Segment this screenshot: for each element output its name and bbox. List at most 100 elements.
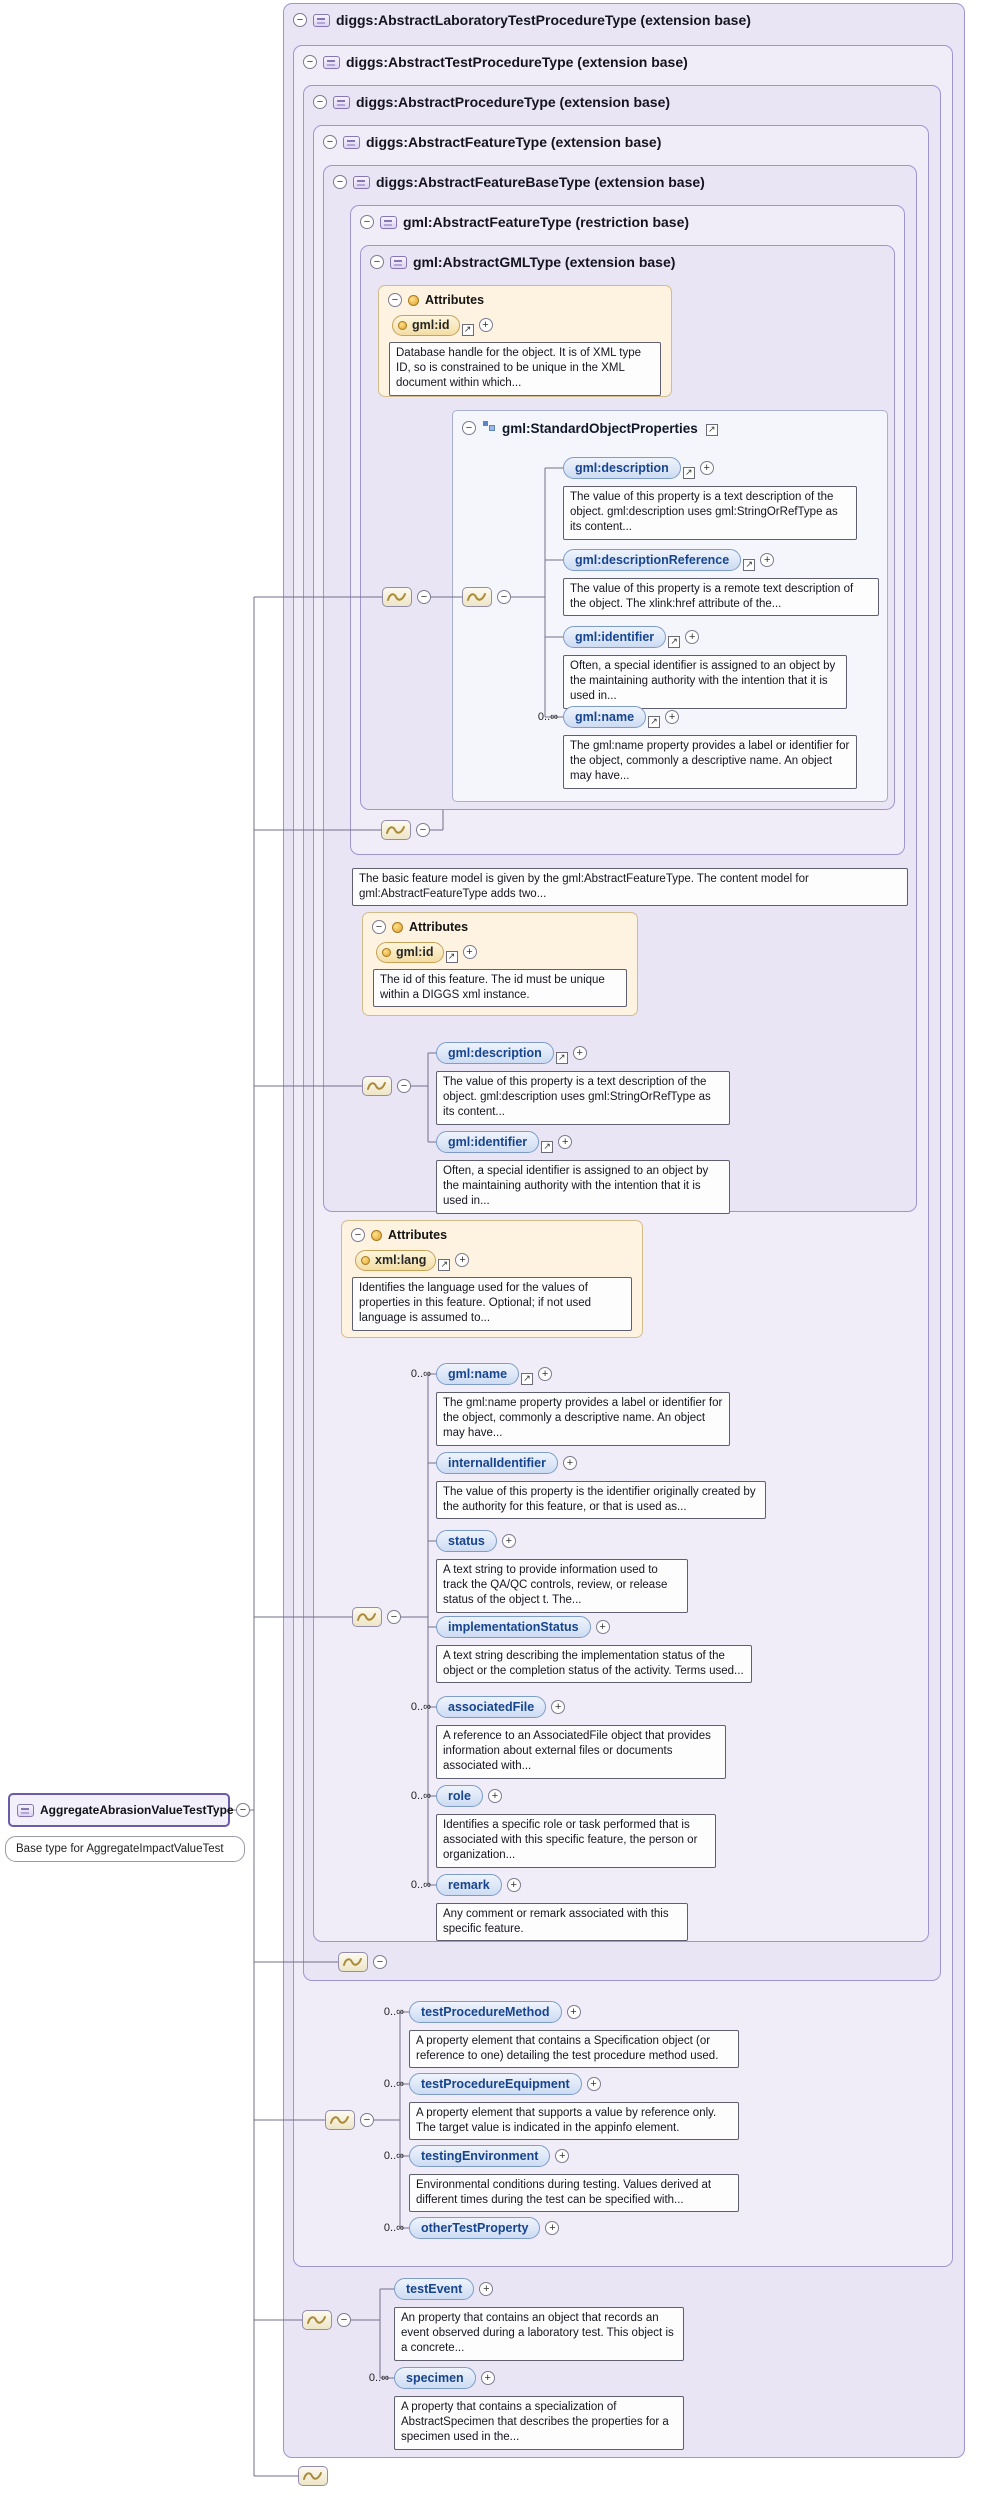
collapse-icon[interactable]: − — [303, 55, 317, 69]
attribute-chip-gml-id[interactable]: gml:id — [376, 941, 444, 963]
attribute-doc: Identifies the language used for the val… — [352, 1277, 632, 1331]
expand-icon[interactable]: + — [480, 2371, 495, 2385]
collapse-icon[interactable]: − — [293, 13, 307, 27]
element-chip-test-procedure-equipment[interactable]: testProcedureEquipment — [409, 2073, 582, 2095]
element-row: 0..∞ role + — [392, 1784, 502, 1808]
expand-icon[interactable]: + — [501, 1534, 516, 1548]
element-doc: Often, a special identifier is assigned … — [436, 1160, 730, 1214]
reference-icon: ↗ — [668, 636, 681, 648]
element-chip-gml-name[interactable]: gml:name — [563, 706, 647, 728]
element-doc: A property element that contains a Speci… — [409, 2030, 739, 2069]
expand-icon[interactable]: + — [572, 1046, 587, 1060]
element-chip-gml-description-reference[interactable]: gml:descriptionReference — [563, 549, 742, 571]
collapse-icon[interactable]: − — [360, 2113, 374, 2127]
element-chip-status[interactable]: status — [436, 1530, 497, 1552]
collapse-icon[interactable]: − — [351, 1228, 365, 1242]
sequence-icon[interactable] — [382, 587, 412, 607]
occurs-label: 0..∞ — [537, 711, 558, 723]
attribute-group-icon — [371, 1229, 382, 1241]
element-doc: An property that contains an object that… — [394, 2307, 684, 2361]
element-chip-specimen[interactable]: specimen — [394, 2367, 476, 2389]
expand-icon[interactable]: + — [506, 1878, 521, 1892]
sequence-icon[interactable] — [298, 2466, 328, 2486]
expand-icon[interactable]: + — [760, 553, 775, 567]
reference-icon: ↗ — [521, 1373, 534, 1385]
complex-type-icon — [323, 55, 340, 69]
element-chip-testing-environment[interactable]: testingEnvironment — [409, 2145, 551, 2167]
element-chip-gml-description[interactable]: gml:description — [436, 1042, 554, 1064]
expand-icon[interactable]: + — [685, 630, 700, 644]
sequence-icon[interactable] — [462, 587, 492, 607]
collapse-icon[interactable]: − — [388, 293, 402, 307]
collapse-icon[interactable]: − — [337, 2313, 351, 2327]
collapse-icon[interactable]: − — [323, 135, 337, 149]
element-chip-gml-identifier[interactable]: gml:identifier — [563, 626, 667, 648]
complex-type-icon — [343, 135, 360, 149]
sequence-icon[interactable] — [302, 2310, 332, 2330]
expand-icon[interactable]: + — [586, 2077, 601, 2091]
sequence-icon[interactable] — [362, 1076, 392, 1096]
element-chip-associated-file[interactable]: associatedFile — [436, 1696, 547, 1718]
element-chip-test-procedure-method[interactable]: testProcedureMethod — [409, 2001, 562, 2023]
expand-icon[interactable]: + — [545, 2221, 560, 2235]
collapse-icon[interactable]: − — [360, 215, 374, 229]
attribute-chip-xml-lang[interactable]: xml:lang — [355, 1249, 437, 1271]
element-chip-internal-identifier[interactable]: internalIdentifier — [436, 1452, 558, 1474]
expand-icon[interactable]: + — [555, 2149, 570, 2163]
expand-icon[interactable]: + — [478, 318, 493, 332]
sequence-icon[interactable] — [352, 1607, 382, 1627]
occurs-label: 0..∞ — [383, 2078, 404, 2090]
element-chip-gml-identifier[interactable]: gml:identifier — [436, 1131, 540, 1153]
element-chip-other-test-property[interactable]: otherTestProperty — [409, 2217, 541, 2239]
collapse-icon[interactable]: − — [370, 255, 384, 269]
expand-icon[interactable]: + — [699, 461, 714, 475]
reference-icon: ↗ — [682, 467, 695, 479]
sequence-icon[interactable] — [338, 1952, 368, 1972]
complex-type-icon — [313, 13, 330, 27]
expand-icon[interactable]: + — [595, 1620, 610, 1634]
collapse-icon[interactable]: − — [236, 1803, 250, 1817]
expand-icon[interactable]: + — [462, 945, 477, 959]
element-row: internalIdentifier + — [392, 1451, 577, 1475]
element-doc: Identifies a specific role or task perfo… — [436, 1814, 716, 1868]
sequence-icon[interactable] — [325, 2110, 355, 2130]
collapse-icon[interactable]: − — [373, 1955, 387, 1969]
element-doc: The value of this property is a text des… — [563, 486, 857, 540]
expand-icon[interactable]: + — [562, 1456, 577, 1470]
element-chip-test-event[interactable]: testEvent — [394, 2278, 475, 2300]
type-title: diggs:AbstractFeatureType (extension bas… — [366, 134, 662, 150]
collapse-icon[interactable]: − — [333, 175, 347, 189]
sequence-icon[interactable] — [381, 820, 411, 840]
element-chip-gml-name[interactable]: gml:name — [436, 1363, 520, 1385]
type-title: diggs:AbstractTestProcedureType (extensi… — [346, 54, 688, 70]
expand-icon[interactable]: + — [665, 710, 680, 724]
element-chip-role[interactable]: role — [436, 1785, 483, 1807]
collapse-icon[interactable]: − — [416, 823, 430, 837]
element-row: 0..∞ gml:name ↗ + — [392, 1362, 553, 1386]
collapse-icon[interactable]: − — [497, 590, 511, 604]
collapse-icon[interactable]: − — [387, 1610, 401, 1624]
attribute-icon — [398, 320, 407, 330]
expand-icon[interactable]: + — [538, 1367, 553, 1381]
expand-icon[interactable]: + — [558, 1135, 573, 1149]
collapse-icon[interactable]: − — [417, 590, 431, 604]
attribute-group-icon — [408, 294, 419, 306]
attribute-doc: Database handle for the object. It is of… — [389, 342, 661, 396]
expand-icon[interactable]: + — [479, 2282, 494, 2296]
collapse-icon[interactable]: − — [397, 1079, 411, 1093]
attribute-chip-gml-id[interactable]: gml:id — [392, 314, 460, 336]
element-chip-gml-description[interactable]: gml:description — [563, 457, 681, 479]
expand-icon[interactable]: + — [566, 2005, 581, 2019]
element-doc: The value of this property is a text des… — [436, 1071, 730, 1125]
collapse-icon[interactable]: − — [313, 95, 327, 109]
expand-icon[interactable]: + — [551, 1700, 566, 1714]
element-row: 0..∞ testingEnvironment + — [365, 2144, 570, 2168]
collapse-icon[interactable]: − — [372, 920, 386, 934]
collapse-icon[interactable]: − — [462, 421, 476, 435]
root-type-box[interactable]: AggregateAbrasionValueTestType — [8, 1793, 234, 1827]
element-chip-implementation-status[interactable]: implementationStatus — [436, 1616, 591, 1638]
element-row: 0..∞ otherTestProperty + — [365, 2216, 560, 2240]
element-chip-remark[interactable]: remark — [436, 1874, 502, 1896]
expand-icon[interactable]: + — [487, 1789, 502, 1803]
expand-icon[interactable]: + — [455, 1253, 470, 1267]
